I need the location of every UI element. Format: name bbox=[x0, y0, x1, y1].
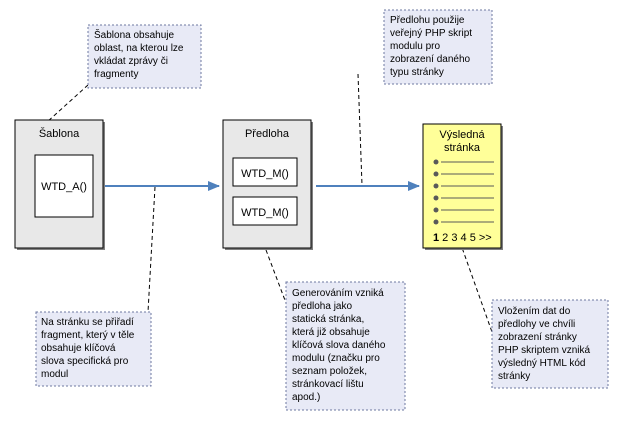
template-area bbox=[34, 154, 94, 218]
note-line: slova specifická pro bbox=[41, 356, 129, 367]
note-line: PHP skriptem vzniká bbox=[498, 345, 591, 356]
list-item bbox=[433, 171, 494, 177]
draft-title: Předloha bbox=[245, 128, 290, 140]
note-line: statická stránka, bbox=[292, 314, 364, 325]
draft-slot bbox=[232, 157, 298, 187]
draft-slot-label: WTD_M() bbox=[241, 207, 289, 219]
note-line: seznam položek, bbox=[292, 366, 367, 377]
note-line: typu stránky bbox=[390, 67, 444, 78]
note-line: Generováním vzniká bbox=[292, 288, 384, 299]
note-line: oblast, na kterou lze bbox=[94, 43, 184, 54]
note-line: stránky bbox=[498, 371, 530, 382]
note-line: modulu pro bbox=[390, 41, 440, 52]
template-area-label: WTD_A() bbox=[41, 181, 87, 193]
list-item bbox=[433, 195, 494, 201]
note-line: modulu (značku pro bbox=[292, 353, 380, 364]
note-line: apod.) bbox=[292, 392, 320, 403]
note-line: předloha jako bbox=[292, 301, 352, 312]
note-line: vkládat zprávy či bbox=[94, 56, 168, 67]
note-line: obsahuje klíčová bbox=[41, 343, 116, 354]
note-line: výsledný HTML kód bbox=[498, 358, 585, 369]
note-line: Na stránku se přiřadí bbox=[41, 317, 134, 328]
note-line: zobrazení daného bbox=[390, 54, 471, 65]
list-item bbox=[433, 207, 494, 213]
note-line: zobrazení stránky bbox=[498, 332, 577, 343]
template-box: Šablona WTD_A() bbox=[14, 119, 105, 250]
note-line: modul bbox=[41, 369, 68, 380]
template-note: Šablona obsahuje oblast, na kterou lze v… bbox=[87, 24, 202, 89]
note-line: veřejný PHP skript bbox=[390, 28, 472, 39]
draft-slot-label: WTD_M() bbox=[241, 168, 289, 180]
template-title: Šablona bbox=[39, 127, 80, 140]
connector-template-note bbox=[46, 84, 89, 123]
fragment-note: Na stránku se přiřadí fragment, který v … bbox=[35, 311, 152, 387]
result-box: Výsledná stránka bbox=[422, 123, 503, 250]
connector-fragment-note bbox=[147, 186, 156, 313]
result-list bbox=[433, 159, 494, 225]
list-item bbox=[433, 159, 494, 165]
note-line: předlohy ve chvíli bbox=[498, 319, 575, 330]
result-title-line: stránka bbox=[444, 142, 481, 154]
note-line: stránkovací lištu bbox=[292, 379, 364, 390]
result-title-line: Výsledná bbox=[439, 129, 485, 141]
note-line: fragmenty bbox=[94, 69, 138, 80]
draft-slot bbox=[232, 196, 298, 226]
note-line: Šablona obsahuje bbox=[94, 28, 175, 41]
pager-current: 1 bbox=[433, 232, 439, 244]
pager-pages: 2 3 4 5 >> bbox=[439, 232, 492, 244]
note-line: Vložením dat do bbox=[498, 306, 571, 317]
pager: 1 2 3 4 5 >> bbox=[433, 232, 492, 244]
note-line: fragment, který v těle bbox=[41, 330, 135, 341]
list-item bbox=[433, 219, 494, 225]
list-item bbox=[433, 183, 494, 189]
connector-php-note bbox=[357, 73, 363, 186]
php-note: Předlohu použije veřejný PHP skript modu… bbox=[383, 9, 493, 85]
connector-insertion-note bbox=[459, 241, 493, 333]
note-line: která již obsahuje bbox=[292, 327, 370, 338]
draft-box: Předloha WTD_M() WTD_M() bbox=[222, 119, 313, 250]
generation-note: Generováním vzniká předloha jako statick… bbox=[285, 281, 406, 411]
note-line: klíčová slova daného bbox=[292, 340, 386, 351]
insertion-note: Vložením dat do předlohy ve chvíli zobra… bbox=[491, 299, 609, 389]
note-line: Předlohu použije bbox=[390, 15, 465, 26]
